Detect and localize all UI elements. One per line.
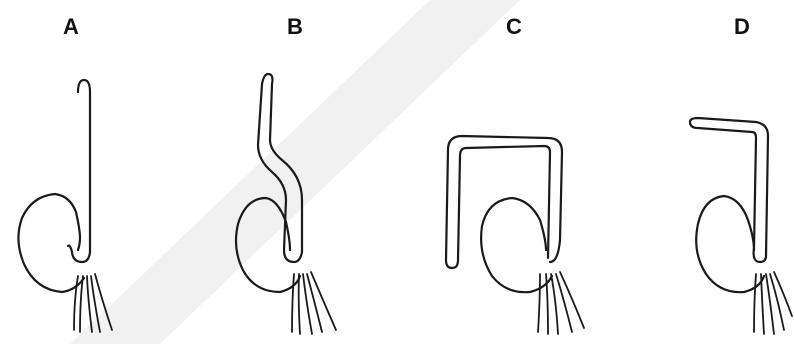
roots-d (754, 272, 792, 334)
seed-c (481, 198, 552, 292)
seedling-shoot-c (446, 136, 562, 268)
seed-a (18, 194, 84, 292)
panel-label-c: C (506, 14, 522, 39)
panel-label-a: A (63, 14, 79, 39)
roots-b (292, 272, 336, 334)
panel-label-d: D (734, 14, 750, 39)
panel-a: A (18, 14, 112, 332)
panel-label-b: B (287, 14, 303, 39)
seedling-shoot-d (690, 118, 768, 262)
panel-c: C (446, 14, 584, 334)
roots-c (538, 272, 584, 334)
watermark (70, 0, 520, 344)
panel-d: D (690, 14, 792, 334)
